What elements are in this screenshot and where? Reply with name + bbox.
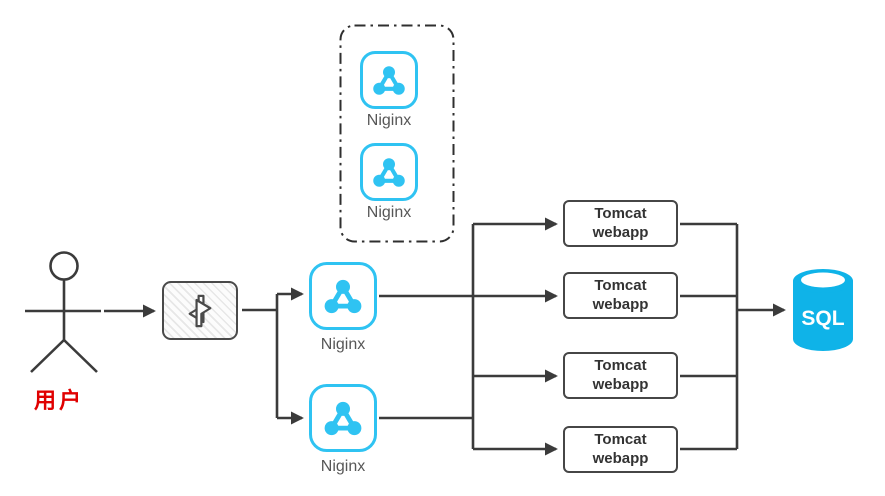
cluster-icon bbox=[324, 279, 362, 313]
tomcat-webapp-node-4[interactable]: Tomcat webapp bbox=[563, 426, 678, 473]
database-cylinder-icon: SQL bbox=[793, 269, 853, 351]
tomcat-webapp-node-3[interactable]: Tomcat webapp bbox=[563, 352, 678, 399]
standby-nginx-node-1[interactable] bbox=[360, 51, 418, 109]
sql-database-node[interactable]: SQL bbox=[791, 267, 855, 353]
nginx-icon bbox=[360, 143, 418, 201]
user-leg-right bbox=[63, 339, 98, 373]
user-leg-left bbox=[30, 339, 65, 373]
nginx-icon bbox=[309, 384, 377, 452]
nginx-node-1[interactable] bbox=[309, 262, 377, 330]
cluster-icon bbox=[373, 157, 405, 187]
user-head bbox=[49, 251, 79, 281]
nginx-node-2[interactable] bbox=[309, 384, 377, 452]
nginx-icon bbox=[360, 51, 418, 109]
nginx-label: Niginx bbox=[320, 336, 366, 353]
load-balancer-node[interactable] bbox=[162, 281, 238, 340]
swap-arrows-icon bbox=[188, 294, 212, 327]
user-figure[interactable] bbox=[25, 251, 101, 373]
nginx-label: Niginx bbox=[366, 204, 412, 221]
standby-group-border[interactable] bbox=[339, 24, 455, 243]
tomcat-webapp-node-1[interactable]: Tomcat webapp bbox=[563, 200, 678, 247]
sql-label: SQL bbox=[801, 307, 844, 330]
user-label: 用户 bbox=[34, 388, 85, 413]
nginx-label: Niginx bbox=[320, 458, 366, 475]
nginx-label: Niginx bbox=[366, 112, 412, 129]
standby-nginx-node-2[interactable] bbox=[360, 143, 418, 201]
cluster-icon bbox=[373, 65, 405, 95]
tomcat-webapp-node-2[interactable]: Tomcat webapp bbox=[563, 272, 678, 319]
nginx-icon bbox=[309, 262, 377, 330]
cluster-icon bbox=[324, 401, 362, 435]
